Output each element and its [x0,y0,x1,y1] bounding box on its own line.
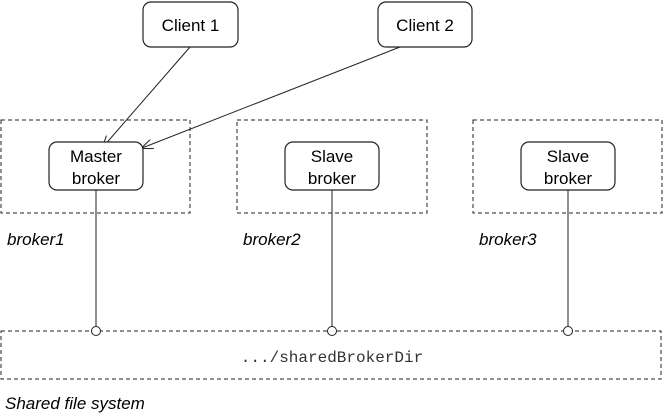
broker3-name: broker3 [479,230,537,249]
shared-directory-path: .../sharedBrokerDir [241,349,423,367]
client-2-label: Client 2 [396,16,454,35]
broker2-mount-point [327,326,337,336]
broker3-host-container [472,119,663,214]
slave-broker-2-role-label: Slave [311,147,354,166]
master-broker-role-label: Master [70,147,122,166]
client-2-node: Client 2 [377,1,473,48]
master-broker-node: Master broker [48,141,144,191]
client-1-node: Client 1 [142,1,239,48]
slave-broker-3-role-label: Slave [547,147,590,166]
slave-broker-2-type-label: broker [308,169,357,188]
slave-broker-3-node: Slave broker [520,141,616,191]
broker3-mount-point [563,326,573,336]
client-1-to-master-arrow [103,46,191,147]
broker1-name: broker1 [7,230,65,249]
client-2-to-master-arrow [142,46,401,148]
slave-broker-3-type-label: broker [544,169,593,188]
broker2-name: broker2 [243,230,301,249]
slave-broker-2-node: Slave broker [284,141,380,191]
broker1-mount-point [91,326,101,336]
client-1-label: Client 1 [162,16,220,35]
master-broker-type-label: broker [72,169,121,188]
broker1-host-container [0,119,191,214]
shared-file-system-caption: Shared file system [5,394,145,413]
